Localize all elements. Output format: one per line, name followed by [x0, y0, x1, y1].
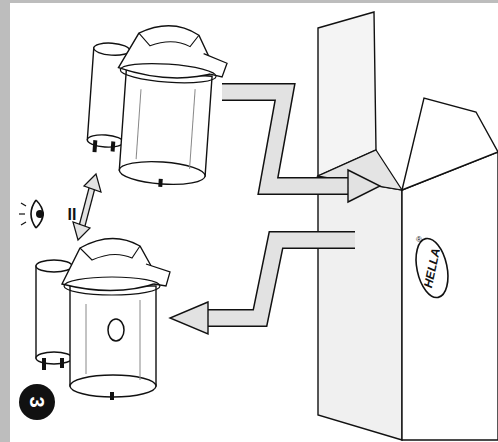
step-number: 3	[27, 396, 47, 407]
registered-mark: ®	[416, 236, 422, 244]
view-mark: II	[68, 207, 77, 223]
